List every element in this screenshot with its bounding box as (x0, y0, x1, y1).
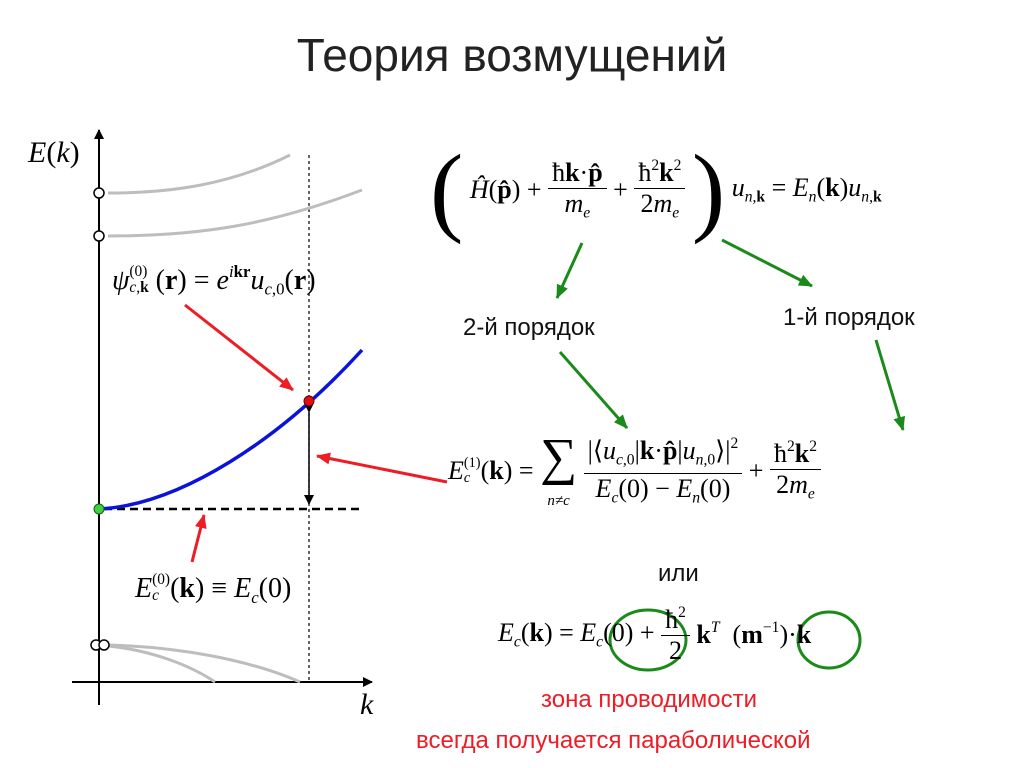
x-axis-label: k (360, 688, 374, 721)
lower-band-1 (107, 643, 301, 684)
band-minimum-point (93, 503, 105, 515)
or-label: или (658, 560, 699, 587)
highlight-mass-tensor (796, 610, 862, 670)
first-order-result-arrow (874, 339, 906, 431)
second-order-result-arrow (558, 351, 629, 429)
y-axis-label: E(k) (28, 136, 80, 169)
wavefunction-annotation: ψ(0)c,k (r) = eikruc,0(r) (112, 262, 316, 299)
page-title: Теория возмущений (296, 29, 728, 81)
conclusion-line-2: всегда получается параболической (416, 727, 811, 754)
band-point-k (303, 395, 315, 407)
second-order-formula: E(1)c(k) = ∑n≠c |⟨uc,0|k·p̂|un,0⟩|2 Ec(0… (448, 432, 822, 510)
upper-band-2 (107, 188, 363, 238)
first-order-label: 1-й порядок (783, 304, 915, 331)
second-order-label: 2-й порядок (463, 314, 595, 341)
zero-energy-annotation: E(0)c(k) ≡ Ec(0) (135, 571, 292, 607)
wavefunction-arrow (184, 303, 294, 392)
lower-band-2 (107, 644, 216, 684)
zero-energy-arrow (190, 514, 207, 563)
to-second-order-arrow (555, 242, 584, 299)
correction-arrow (316, 452, 448, 484)
band-edge-marker-4 (98, 639, 110, 651)
band-edge-marker-2 (93, 230, 105, 242)
highlight-ec0 (608, 608, 688, 672)
conclusion-line-1: зона проводимости (541, 686, 757, 713)
band-edge-marker-1 (93, 187, 105, 199)
upper-band-1 (107, 153, 291, 195)
conduction-band (98, 348, 364, 511)
to-first-order-arrow (721, 238, 813, 288)
